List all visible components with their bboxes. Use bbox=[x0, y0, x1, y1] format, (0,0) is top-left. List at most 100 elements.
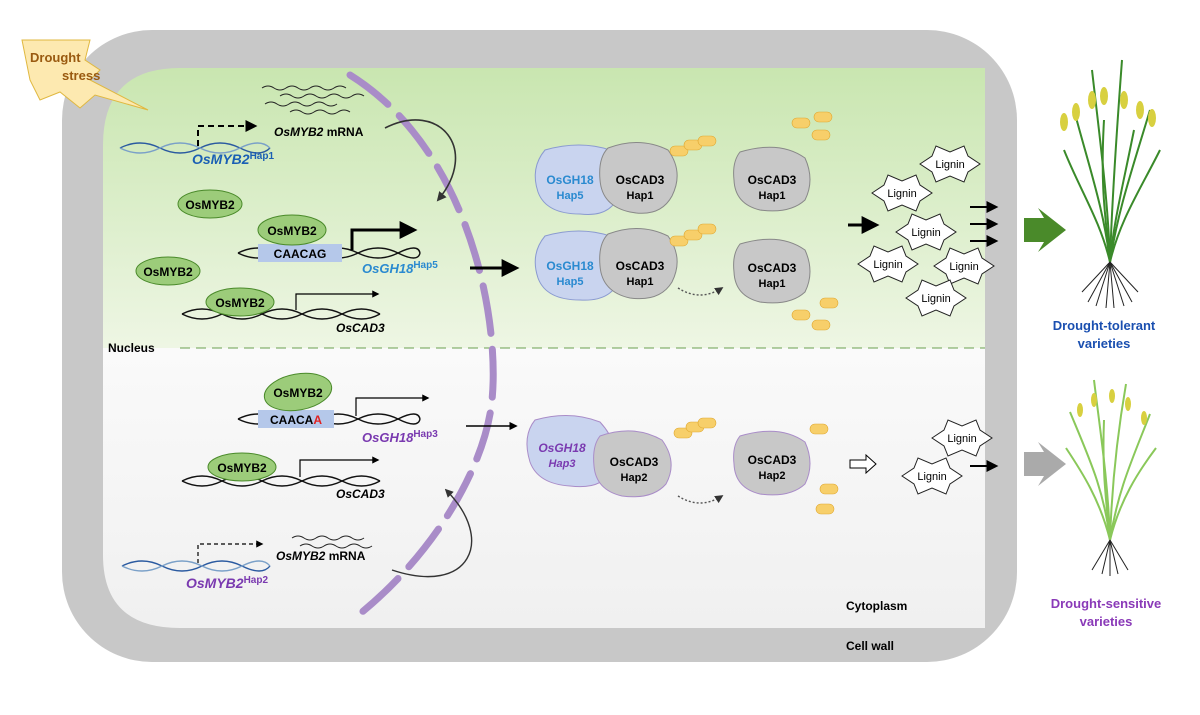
tolerant-label-line2: varieties bbox=[1078, 336, 1131, 351]
svg-text:OsMYB2: OsMYB2 bbox=[267, 224, 317, 238]
cad3-transcription-arrow-top bbox=[295, 290, 380, 310]
cad3-gene-label-bottom: OsCAD3 bbox=[336, 487, 385, 501]
rice-plant-sensitive-icon bbox=[1065, 379, 1157, 576]
svg-text:OsCAD3: OsCAD3 bbox=[610, 455, 659, 469]
svg-text:OsGH18: OsGH18 bbox=[546, 259, 594, 273]
mrna-squiggles-top bbox=[261, 85, 365, 115]
osmyb2-bound-protein: OsMYB2 bbox=[205, 287, 275, 317]
dna-myb2-hap2 bbox=[121, 560, 271, 572]
mrna-squiggles-bottom bbox=[291, 535, 373, 549]
dna-myb2-hap1 bbox=[119, 142, 271, 154]
sensitive-outcome-arrow bbox=[1024, 442, 1066, 486]
myb2-hap1-transcription-arrow bbox=[197, 120, 258, 146]
gh18-hap3-gene-label: OsGH18Hap3 bbox=[362, 429, 438, 445]
myb2-mrna-label-bottom: OsMYB2 mRNA bbox=[276, 549, 366, 563]
nucleus-label: Nucleus bbox=[108, 341, 155, 355]
cad3-free-protein: OsCAD3 Hap1 bbox=[733, 146, 811, 212]
cad3-gene-label-top: OsCAD3 bbox=[336, 321, 385, 335]
svg-text:OsMYB2: OsMYB2 bbox=[217, 461, 267, 475]
osmyb2-protein: OsMYB2 bbox=[135, 256, 201, 286]
motif-caacag: CAACAG bbox=[274, 247, 327, 261]
rice-plant-tolerant-icon bbox=[1060, 59, 1161, 309]
cycle-arrow-icon bbox=[677, 495, 724, 504]
cycle-arrow-icon bbox=[677, 287, 724, 296]
osmyb2-bound-protein: OsMYB2 bbox=[207, 452, 277, 482]
svg-text:Lignin: Lignin bbox=[887, 188, 916, 200]
svg-text:OsMYB2: OsMYB2 bbox=[185, 198, 235, 212]
svg-text:Hap1: Hap1 bbox=[627, 276, 654, 288]
svg-text:OsGH18: OsGH18 bbox=[546, 173, 594, 187]
tolerant-outcome-arrow bbox=[1024, 208, 1066, 252]
svg-text:OsMYB2: OsMYB2 bbox=[215, 296, 265, 310]
stress-label: stress bbox=[62, 68, 100, 83]
svg-text:Lignin: Lignin bbox=[917, 471, 946, 483]
lignin-star: Lignin bbox=[931, 419, 993, 457]
lignin-star: Lignin bbox=[905, 279, 967, 317]
svg-text:Lignin: Lignin bbox=[949, 261, 978, 273]
lignin-star: Lignin bbox=[901, 457, 963, 495]
osmyb2-unbound-protein: OsMYB2 bbox=[263, 372, 333, 412]
svg-text:OsCAD3: OsCAD3 bbox=[616, 173, 665, 187]
lignin-star: Lignin bbox=[933, 247, 995, 285]
osmyb2-protein: OsMYB2 bbox=[177, 189, 243, 219]
svg-text:OsMYB2: OsMYB2 bbox=[143, 265, 193, 279]
motif-caacaa: CAACAA bbox=[270, 413, 322, 427]
cell-wall-label: Cell wall bbox=[846, 639, 894, 653]
mrna-export-arrow-top bbox=[384, 119, 457, 202]
tolerant-label-line1: Drought-tolerant bbox=[1053, 318, 1156, 333]
nuclear-envelope bbox=[346, 71, 497, 624]
osmyb2-bound-protein: OsMYB2 bbox=[257, 214, 327, 246]
sensitive-label-line1: Drought-sensitive bbox=[1051, 596, 1162, 611]
cad3-free-protein: OsCAD3 Hap1 bbox=[733, 238, 811, 304]
sensitive-label-line2: varieties bbox=[1080, 614, 1133, 629]
dna-cad3-bottom bbox=[181, 475, 381, 487]
substrate-pellets bbox=[815, 483, 839, 515]
svg-text:Hap5: Hap5 bbox=[557, 190, 584, 202]
myb2-mrna-label-top: OsMYB2 mRNA bbox=[274, 125, 364, 139]
svg-text:Hap1: Hap1 bbox=[759, 278, 786, 290]
cad3-free-protein-hap2: OsCAD3 Hap2 bbox=[733, 423, 829, 496]
lignin-star: Lignin bbox=[871, 174, 933, 212]
substrate-pellets bbox=[791, 111, 833, 141]
lignin-star: Lignin bbox=[919, 145, 981, 183]
gh18-cad3-complex: OsGH18 Hap5 OsCAD3 Hap1 bbox=[534, 223, 717, 301]
substrate-pellets bbox=[791, 297, 839, 331]
svg-text:Hap2: Hap2 bbox=[621, 472, 648, 484]
motif-box-bottom bbox=[258, 410, 334, 428]
weak-lignin-arrow bbox=[849, 453, 877, 475]
svg-text:Lignin: Lignin bbox=[911, 227, 940, 239]
svg-text:OsCAD3: OsCAD3 bbox=[748, 453, 797, 467]
svg-text:Hap3: Hap3 bbox=[549, 458, 576, 470]
cad3-transcription-arrow-bottom bbox=[299, 456, 380, 477]
motif-box-top bbox=[258, 244, 342, 262]
gh18-weak-transcription-arrow bbox=[355, 394, 430, 416]
svg-text:Lignin: Lignin bbox=[947, 433, 976, 445]
svg-text:Hap1: Hap1 bbox=[759, 190, 786, 202]
myb2-hap1-gene-label: OsMYB2Hap1 bbox=[192, 151, 274, 167]
svg-text:Lignin: Lignin bbox=[921, 293, 950, 305]
mrna-export-arrow-bottom bbox=[391, 488, 473, 578]
svg-text:Lignin: Lignin bbox=[935, 159, 964, 171]
svg-text:OsGH18: OsGH18 bbox=[538, 441, 586, 455]
svg-text:OsCAD3: OsCAD3 bbox=[616, 259, 665, 273]
svg-text:Lignin: Lignin bbox=[873, 259, 902, 271]
svg-text:Hap5: Hap5 bbox=[557, 276, 584, 288]
lignin-star: Lignin bbox=[857, 245, 919, 283]
svg-text:OsCAD3: OsCAD3 bbox=[748, 261, 797, 275]
drought-lightning-icon bbox=[21, 39, 149, 111]
gh18-hap5-gene-label: OsGH18Hap5 bbox=[362, 260, 438, 276]
lignin-export-arrows-top bbox=[970, 201, 999, 247]
svg-text:OsMYB2: OsMYB2 bbox=[273, 386, 323, 400]
lignin-star: Lignin bbox=[895, 213, 957, 251]
cytoplasm-label: Cytoplasm bbox=[846, 599, 907, 613]
gh18-cad3-complex: OsGH18 Hap5 OsCAD3 Hap1 bbox=[534, 135, 717, 216]
svg-text:Hap1: Hap1 bbox=[627, 190, 654, 202]
svg-text:OsCAD3: OsCAD3 bbox=[748, 173, 797, 187]
gh18-cad3-complex-hap3: OsGH18 Hap3 OsCAD3 Hap2 bbox=[526, 414, 717, 498]
svg-text:Hap2: Hap2 bbox=[759, 470, 786, 482]
myb2-hap2-gene-label: OsMYB2Hap2 bbox=[186, 575, 268, 591]
drought-label: Drought bbox=[30, 50, 81, 65]
gh18-strong-transcription-arrow bbox=[350, 221, 418, 250]
